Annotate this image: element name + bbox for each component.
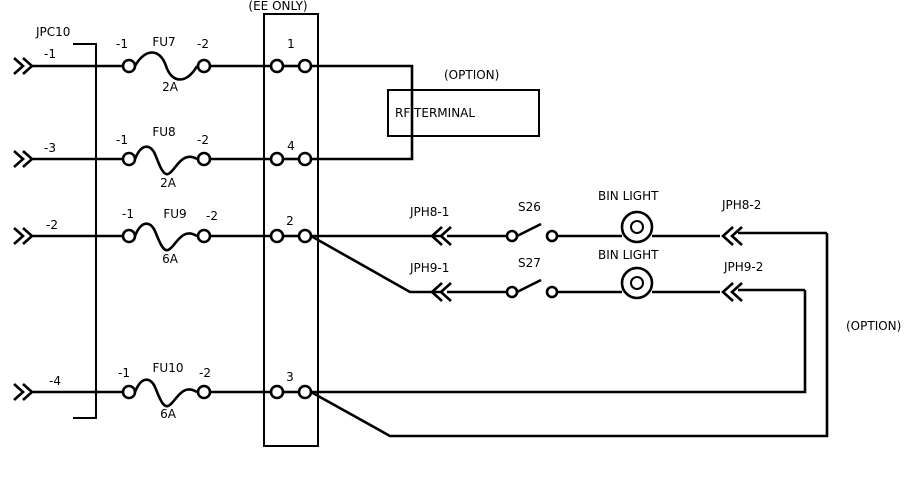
terminal-screw: [269, 384, 285, 400]
terminal-screw: [269, 151, 285, 167]
fuse-pin-in: -1: [116, 37, 128, 51]
right-option-label: (OPTION): [846, 319, 901, 333]
rf-option-label: (OPTION): [444, 68, 499, 82]
fuse-pin-in: -1: [116, 133, 128, 147]
connector-chevron-icon: [721, 282, 743, 302]
right-connector-label: JPH9-2: [723, 260, 763, 274]
connector-chevron-icon: [13, 57, 34, 75]
ee-only-label: (EE ONLY): [248, 0, 307, 13]
bin-light-circuit-2: JPH9-1 S27 BIN LIGHT JPH9-2: [310, 234, 805, 302]
terminal-screw: [297, 151, 313, 167]
jpc10-bracket: [73, 43, 97, 419]
fuse-pin-out: -2: [206, 209, 218, 223]
left-connector-label: JPH8-1: [409, 205, 449, 219]
fuse-terminal: [121, 151, 137, 167]
return-wire-jph9: [311, 290, 807, 394]
bin-light-label: BIN LIGHT: [598, 248, 659, 262]
row-fu9: -2 -1 FU9 -2 6A 2: [13, 207, 313, 266]
bin-light-lamp-icon: [620, 266, 654, 300]
switch-label: S27: [518, 256, 541, 270]
fuse-terminal: [196, 58, 212, 74]
fuse-rating: 6A: [160, 407, 177, 421]
terminal-number: 4: [287, 139, 295, 153]
connector-chevron-icon: [430, 226, 452, 246]
jpc10-pin: -2: [46, 218, 58, 232]
terminal-screw: [297, 384, 313, 400]
row-fu8: -3 -1 FU8 -2 2A 4: [13, 125, 313, 190]
fuse-name: FU7: [152, 35, 175, 49]
switch-contact: [505, 285, 519, 299]
bin-light-lamp-icon: [620, 210, 654, 244]
terminal-number: 1: [287, 37, 295, 51]
rf-terminal-box: [387, 89, 540, 137]
fuse-symbol-icon: [133, 378, 198, 408]
fuse-terminal: [121, 58, 137, 74]
fuse-symbol-icon: [133, 51, 199, 81]
fuse-terminal: [121, 228, 137, 244]
right-connector-label: JPH8-2: [721, 198, 761, 212]
fuse-name: FU8: [152, 125, 175, 139]
bin-light-circuit-1: JPH8-1 S26 BIN LIGHT JPH8-2: [311, 189, 827, 246]
switch-blade: [516, 278, 542, 294]
fuse-pin-in: -1: [118, 366, 130, 380]
fuse-rating: 6A: [162, 252, 179, 266]
connector-chevron-icon: [13, 227, 34, 245]
fuse-rating: 2A: [160, 176, 177, 190]
terminal-number: 3: [286, 370, 294, 384]
fuse-name: FU10: [153, 361, 184, 375]
row-fu7: -1 -1 FU7 -2 2A 1: [13, 35, 313, 94]
fuse-rating: 2A: [162, 80, 179, 94]
fuse-terminal: [196, 151, 212, 167]
terminal-screw: [297, 228, 313, 244]
fuse-symbol-icon: [133, 222, 198, 252]
switch-contact: [545, 285, 559, 299]
terminal-screw: [269, 58, 285, 74]
jpc10-pin: -4: [49, 374, 61, 388]
bin-light-label: BIN LIGHT: [598, 189, 659, 203]
switch-contact: [545, 229, 559, 243]
fuse-terminal: [196, 228, 212, 244]
left-connector-label: JPH9-1: [409, 261, 449, 275]
connector-chevron-icon: [13, 150, 34, 168]
terminal-screw: [297, 58, 313, 74]
switch-blade: [516, 222, 542, 238]
fuse-terminal: [196, 384, 212, 400]
jpc10-pin: -1: [44, 47, 56, 61]
fuse-terminal: [121, 384, 137, 400]
fuse-pin-out: -2: [199, 366, 211, 380]
rf-terminal-label: RF TERMINAL: [395, 106, 475, 120]
terminal-screw: [269, 228, 285, 244]
rf-terminal-option: (OPTION) RF TERMINAL: [311, 64, 540, 161]
row-fu10: -4 -1 FU10 -2 6A 3: [13, 361, 313, 421]
fuse-pin-in: -1: [122, 207, 134, 221]
terminal-number: 2: [286, 214, 294, 228]
fuse-pin-out: -2: [197, 133, 209, 147]
jpc10-label: JPC10: [35, 25, 70, 39]
fuse-symbol-icon: [133, 145, 198, 176]
return-wire-jph8: [310, 233, 829, 438]
switch-contact: [505, 229, 519, 243]
connector-chevron-icon: [430, 282, 452, 302]
jpc10-pin: -3: [44, 141, 56, 155]
switch-label: S26: [518, 200, 541, 214]
connector-chevron-icon: [721, 226, 743, 246]
fuse-name: FU9: [163, 207, 186, 221]
fuse-pin-out: -2: [197, 37, 209, 51]
connector-chevron-icon: [13, 383, 34, 401]
ee-only-terminal-block: [263, 13, 319, 447]
